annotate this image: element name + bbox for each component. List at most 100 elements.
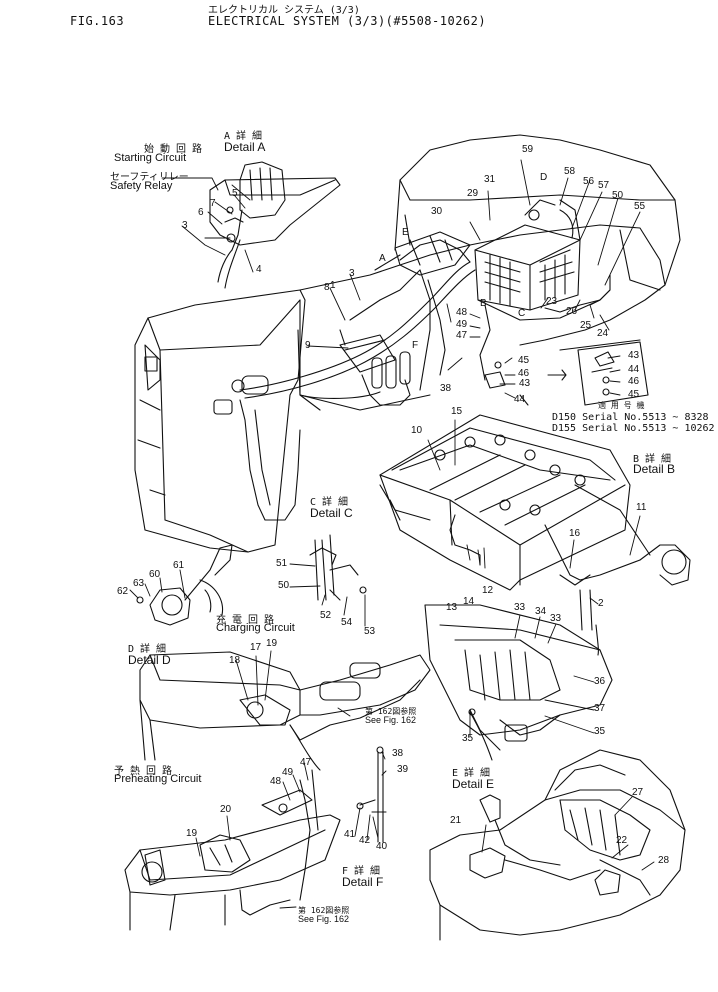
part-number-46: 46 — [518, 368, 530, 379]
part-number-37: 37 — [594, 703, 606, 714]
part-number-48: 48 — [456, 307, 468, 318]
detail-a-drawing — [205, 162, 340, 288]
callout-letter-f: F — [412, 340, 419, 351]
detail-c-drawing — [310, 535, 366, 600]
starter-assembly — [214, 232, 470, 414]
serial-d155: D155 Serial No.5513 ~ 10262 — [552, 423, 715, 434]
part-number-35: 35 — [462, 733, 474, 744]
part-number-16: 16 — [569, 528, 581, 539]
part-number-13: 13 — [446, 602, 458, 613]
part-number-50: 50 — [612, 190, 624, 201]
part-number-40: 40 — [376, 841, 388, 852]
detail-b-heading-jp: B 詳 細 — [633, 454, 672, 465]
detail-f-heading: Detail F — [342, 875, 384, 889]
part-number-12: 12 — [482, 585, 494, 596]
part-number-8: 8 — [324, 282, 330, 293]
callout-letter-c: C — [518, 308, 526, 319]
part-number-54: 54 — [341, 617, 353, 628]
part-number-27: 27 — [632, 787, 644, 798]
part-number-20: 20 — [220, 804, 232, 815]
part-number-15: 15 — [451, 406, 463, 417]
serial-heading-jp: 適 用 号 機 — [598, 401, 645, 410]
part-number-29: 29 — [467, 188, 479, 199]
part-number-18: 18 — [229, 655, 241, 666]
detail-c-heading-jp: C 詳 細 — [310, 497, 349, 508]
part-number-19: 19 — [186, 828, 198, 839]
part-number-58: 58 — [564, 166, 576, 177]
part-number-50: 50 — [278, 580, 290, 591]
part-number-47: 47 — [456, 330, 468, 341]
see-fig-162-reference-lower: See Fig. 162 — [298, 914, 350, 924]
hardware-detail-drawing — [485, 342, 648, 405]
see-fig-162-reference: See Fig. 162 — [365, 715, 417, 725]
serial-d150: D150 Serial No.5513 ~ 8328 — [552, 412, 709, 423]
detail-c-heading: Detail C — [310, 506, 353, 520]
part-number-34: 34 — [535, 606, 547, 617]
detail-d-heading-jp: D 詳 細 — [128, 644, 167, 655]
part-number-23: 23 — [546, 296, 558, 307]
detail-f-drawing — [357, 747, 386, 842]
part-number-63: 63 — [133, 578, 145, 589]
title-japanese: エレクトリカル システム (3/3) — [208, 5, 360, 16]
part-number-41: 41 — [344, 829, 356, 840]
part-number-28: 28 — [658, 855, 670, 866]
detail-d-drawing — [137, 545, 232, 625]
part-number-30: 30 — [431, 206, 443, 217]
safety-relay-label-jp: セーフティリレー — [110, 172, 189, 183]
relay-box — [475, 200, 610, 320]
part-number-19: 19 — [266, 638, 278, 649]
part-number-3: 3 — [349, 268, 355, 279]
machine-body-outline — [135, 135, 680, 552]
part-number-21: 21 — [450, 815, 462, 826]
part-number-24: 24 — [597, 328, 609, 339]
starting-circuit-heading: Starting Circuit — [114, 152, 187, 164]
part-number-39: 39 — [397, 764, 409, 775]
detail-e-drawing — [425, 605, 612, 760]
part-number-44: 44 — [628, 364, 640, 375]
part-number-62: 62 — [117, 586, 129, 597]
detail-a-heading-jp: A 詳 細 — [224, 131, 263, 142]
part-number-35: 35 — [594, 726, 606, 737]
part-number-3: 3 — [182, 220, 188, 231]
part-number-57: 57 — [598, 180, 610, 191]
part-number-31: 31 — [484, 174, 496, 185]
part-number-33: 33 — [550, 613, 562, 624]
part-number-51: 51 — [276, 558, 288, 569]
charging-circuit-heading: Charging Circuit — [216, 622, 295, 634]
callout-letter-b: B — [480, 298, 487, 309]
part-number-49: 49 — [456, 319, 468, 330]
preheating-circuit-heading: Preheating Circuit — [114, 773, 202, 785]
starting-circuit-heading-jp: 始 動 回 路 — [144, 144, 203, 155]
part-number-47: 47 — [300, 757, 312, 768]
part-number-55: 55 — [634, 201, 646, 212]
part-number-11: 11 — [636, 502, 647, 513]
lower-right-assembly — [430, 750, 685, 940]
part-number-52: 52 — [320, 610, 332, 621]
detail-f-heading-jp: F 詳 細 — [342, 866, 381, 877]
part-number-43: 43 — [628, 350, 640, 361]
part-number-42: 42 — [359, 835, 371, 846]
detail-b-heading: Detail B — [633, 462, 676, 476]
part-number-9: 9 — [305, 340, 311, 351]
part-number-48: 48 — [270, 776, 282, 787]
figure-number: FIG.163 — [70, 14, 125, 28]
part-number-36: 36 — [594, 676, 606, 687]
part-number-2: 2 — [598, 598, 604, 609]
leader-lines — [130, 160, 654, 908]
preheating-circuit-heading-jp: 予 熱 回 路 — [114, 766, 173, 777]
part-number-4: 4 — [256, 264, 262, 275]
see-fig-162-jp: 第 162図参照 — [365, 707, 417, 716]
part-number-44: 44 — [514, 394, 526, 405]
part-number-59: 59 — [522, 144, 534, 155]
part-number-53: 53 — [364, 626, 376, 637]
detail-b-drawing — [380, 415, 690, 655]
charging-circuit-heading-jp: 充 電 回 路 — [216, 615, 275, 626]
charging-circuit-drawing — [140, 652, 430, 770]
part-number-45: 45 — [518, 355, 530, 366]
part-number-60: 60 — [149, 569, 161, 580]
part-number-5: 5 — [232, 188, 238, 199]
part-number-61: 61 — [173, 560, 185, 571]
callout-letter-e: E — [402, 227, 409, 238]
detail-a-heading: Detail A — [224, 140, 266, 154]
